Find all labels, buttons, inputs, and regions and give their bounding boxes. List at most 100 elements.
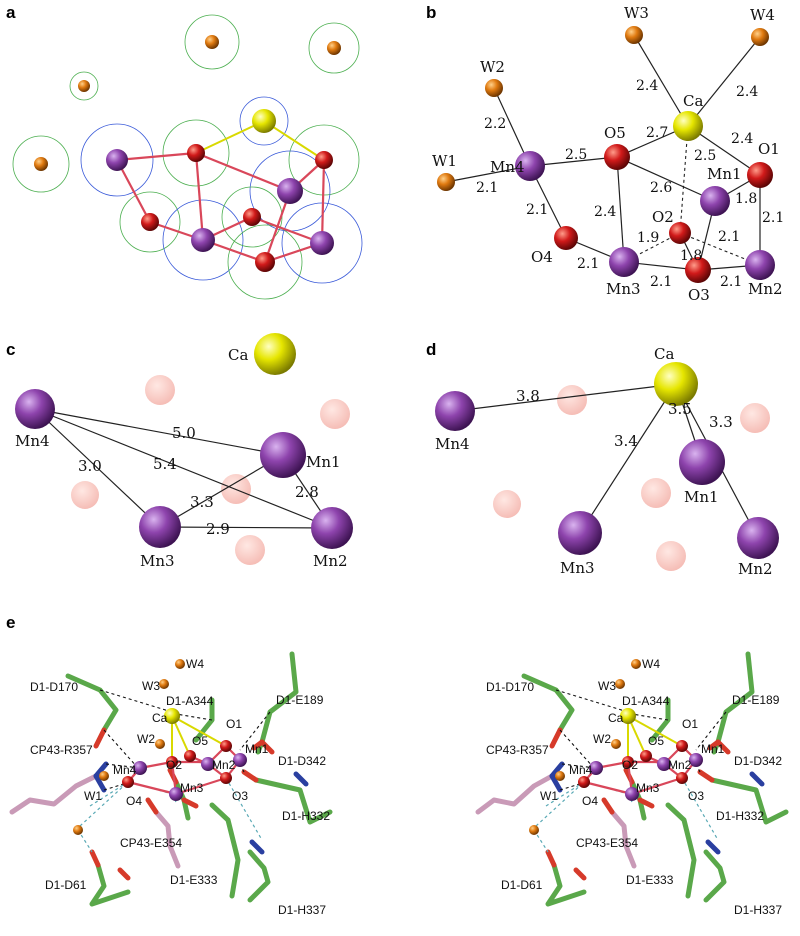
- ca-atom: [164, 708, 180, 724]
- panel-d-atom-labels: Ca Mn4 Mn1 Mn3 Mn2: [435, 345, 773, 578]
- panel-d-label: d: [426, 340, 436, 359]
- w2-atom: [611, 739, 621, 749]
- mn3-label: Mn3: [180, 781, 204, 795]
- panel-b-label: b: [426, 3, 436, 22]
- mn2-label: Mn2: [313, 552, 348, 570]
- mn3-atom: [169, 787, 183, 801]
- o3-label: O3: [232, 789, 248, 803]
- panel-d-distance-labels: 3.8 3.4 3.5 3.3: [516, 387, 733, 450]
- residue-labels: D1-D170 D1-A344 D1-E189 CP43-R357 D1-D34…: [30, 680, 330, 917]
- mn2-label: Mn2: [668, 758, 692, 772]
- o4-atom: [554, 226, 578, 250]
- w2-atom: [485, 79, 503, 97]
- distance-label: 5.4: [153, 455, 177, 473]
- water-atom: [327, 41, 341, 55]
- o3-atom: [255, 252, 275, 272]
- distance-label: 5.0: [172, 424, 196, 442]
- mn3-atom: [625, 787, 639, 801]
- mn1-atom: [233, 753, 247, 767]
- o5-label: O5: [604, 124, 626, 142]
- o4-atom: [122, 776, 134, 788]
- w4-label: W4: [642, 657, 660, 671]
- ca-label: Ca: [608, 711, 624, 725]
- mn4-label: Mn4: [569, 763, 593, 777]
- residue-sticks: [475, 651, 789, 907]
- mn4-label: Mn4: [435, 435, 470, 453]
- panel-a-label: a: [6, 3, 16, 22]
- residue-label: D1-D61: [501, 878, 543, 892]
- mn2-label: Mn2: [748, 280, 783, 298]
- o1-atom: [747, 162, 773, 188]
- residue-label: D1-H332: [282, 809, 330, 823]
- o2-atom: [622, 756, 634, 768]
- w1-label: W1: [540, 789, 558, 803]
- residue-label: CP43-R357: [30, 743, 93, 757]
- mn2-atom: [737, 517, 779, 559]
- mn1-label: Mn1: [306, 453, 341, 471]
- mn4-atom: [589, 761, 603, 775]
- distance-label: 2.5: [694, 148, 716, 164]
- residue-label: D1-E333: [170, 873, 218, 887]
- residue-labels: D1-D170 D1-A344 D1-E189 CP43-R357 D1-D34…: [486, 680, 782, 917]
- residue-label: CP43-R357: [486, 743, 549, 757]
- distance-label: 2.1: [476, 180, 498, 196]
- water-atom: [73, 825, 83, 835]
- electron-density-meshes: [12, 14, 363, 300]
- o3-atom: [685, 257, 711, 283]
- ca-label: Ca: [683, 92, 703, 110]
- mn3-atom: [558, 511, 602, 555]
- panel-a-atoms: [34, 35, 341, 272]
- cluster-atoms: [529, 659, 703, 835]
- o3-label: O3: [688, 789, 704, 803]
- distance-label: 2.1: [577, 256, 599, 272]
- distance-label: 2.4: [636, 78, 658, 94]
- water-atom: [529, 825, 539, 835]
- o5-density-mesh: [162, 119, 230, 187]
- residue-label: D1-H332: [716, 809, 764, 823]
- cluster-atoms: [73, 659, 247, 835]
- distance-label: 3.0: [78, 457, 102, 475]
- o3-atom: [220, 772, 232, 784]
- residue-label: D1-D170: [30, 680, 78, 694]
- o3-atom: [676, 772, 688, 784]
- distance-label: 2.1: [762, 210, 784, 226]
- mn1-label: Mn1: [684, 488, 719, 506]
- mn4-atom: [435, 391, 475, 431]
- mn4-density-mesh: [80, 123, 154, 197]
- w1-label: W1: [84, 789, 102, 803]
- mn2-atom: [657, 757, 671, 771]
- w4-label: W4: [750, 6, 775, 24]
- o4-label: O4: [531, 248, 553, 266]
- o4-label: O4: [582, 794, 598, 808]
- distance-label: 2.4: [731, 131, 753, 147]
- w4-atom: [631, 659, 641, 669]
- panel-a: a: [6, 3, 363, 300]
- o1-label: O1: [758, 140, 780, 158]
- distance-label: 2.9: [206, 520, 230, 538]
- distance-label: 3.3: [190, 493, 214, 511]
- distance-label: 3.4: [614, 432, 638, 450]
- o2-atom: [669, 222, 691, 244]
- ca-label: Ca: [228, 346, 248, 364]
- ca-atom: [673, 111, 703, 141]
- residue-label: CP43-E354: [576, 836, 638, 850]
- w3-atom: [625, 26, 643, 44]
- ca-atom: [620, 708, 636, 724]
- o1-atom: [676, 740, 688, 752]
- o4-density-mesh: [119, 191, 181, 253]
- residue-label: CP43-E354: [120, 836, 182, 850]
- w3-label: W3: [598, 679, 616, 693]
- o5-atom: [184, 750, 196, 762]
- mn1-atom: [277, 178, 303, 204]
- water-density-mesh: [308, 22, 360, 74]
- mn3-atom: [191, 228, 215, 252]
- panel-c-atom-labels: Ca Mn4 Mn1 Mn3 Mn2: [15, 346, 348, 570]
- mn1-label: Mn1: [707, 165, 742, 183]
- residue-label: D1-E333: [626, 873, 674, 887]
- mn2-atom: [201, 757, 215, 771]
- panel-d: d Ca Mn4 Mn1 Mn3 Mn2: [426, 340, 779, 578]
- distance-label: 2.7: [646, 125, 668, 141]
- o1-atom: [220, 740, 232, 752]
- panel-c-label: c: [6, 340, 15, 359]
- panel-e-label: e: [6, 613, 15, 632]
